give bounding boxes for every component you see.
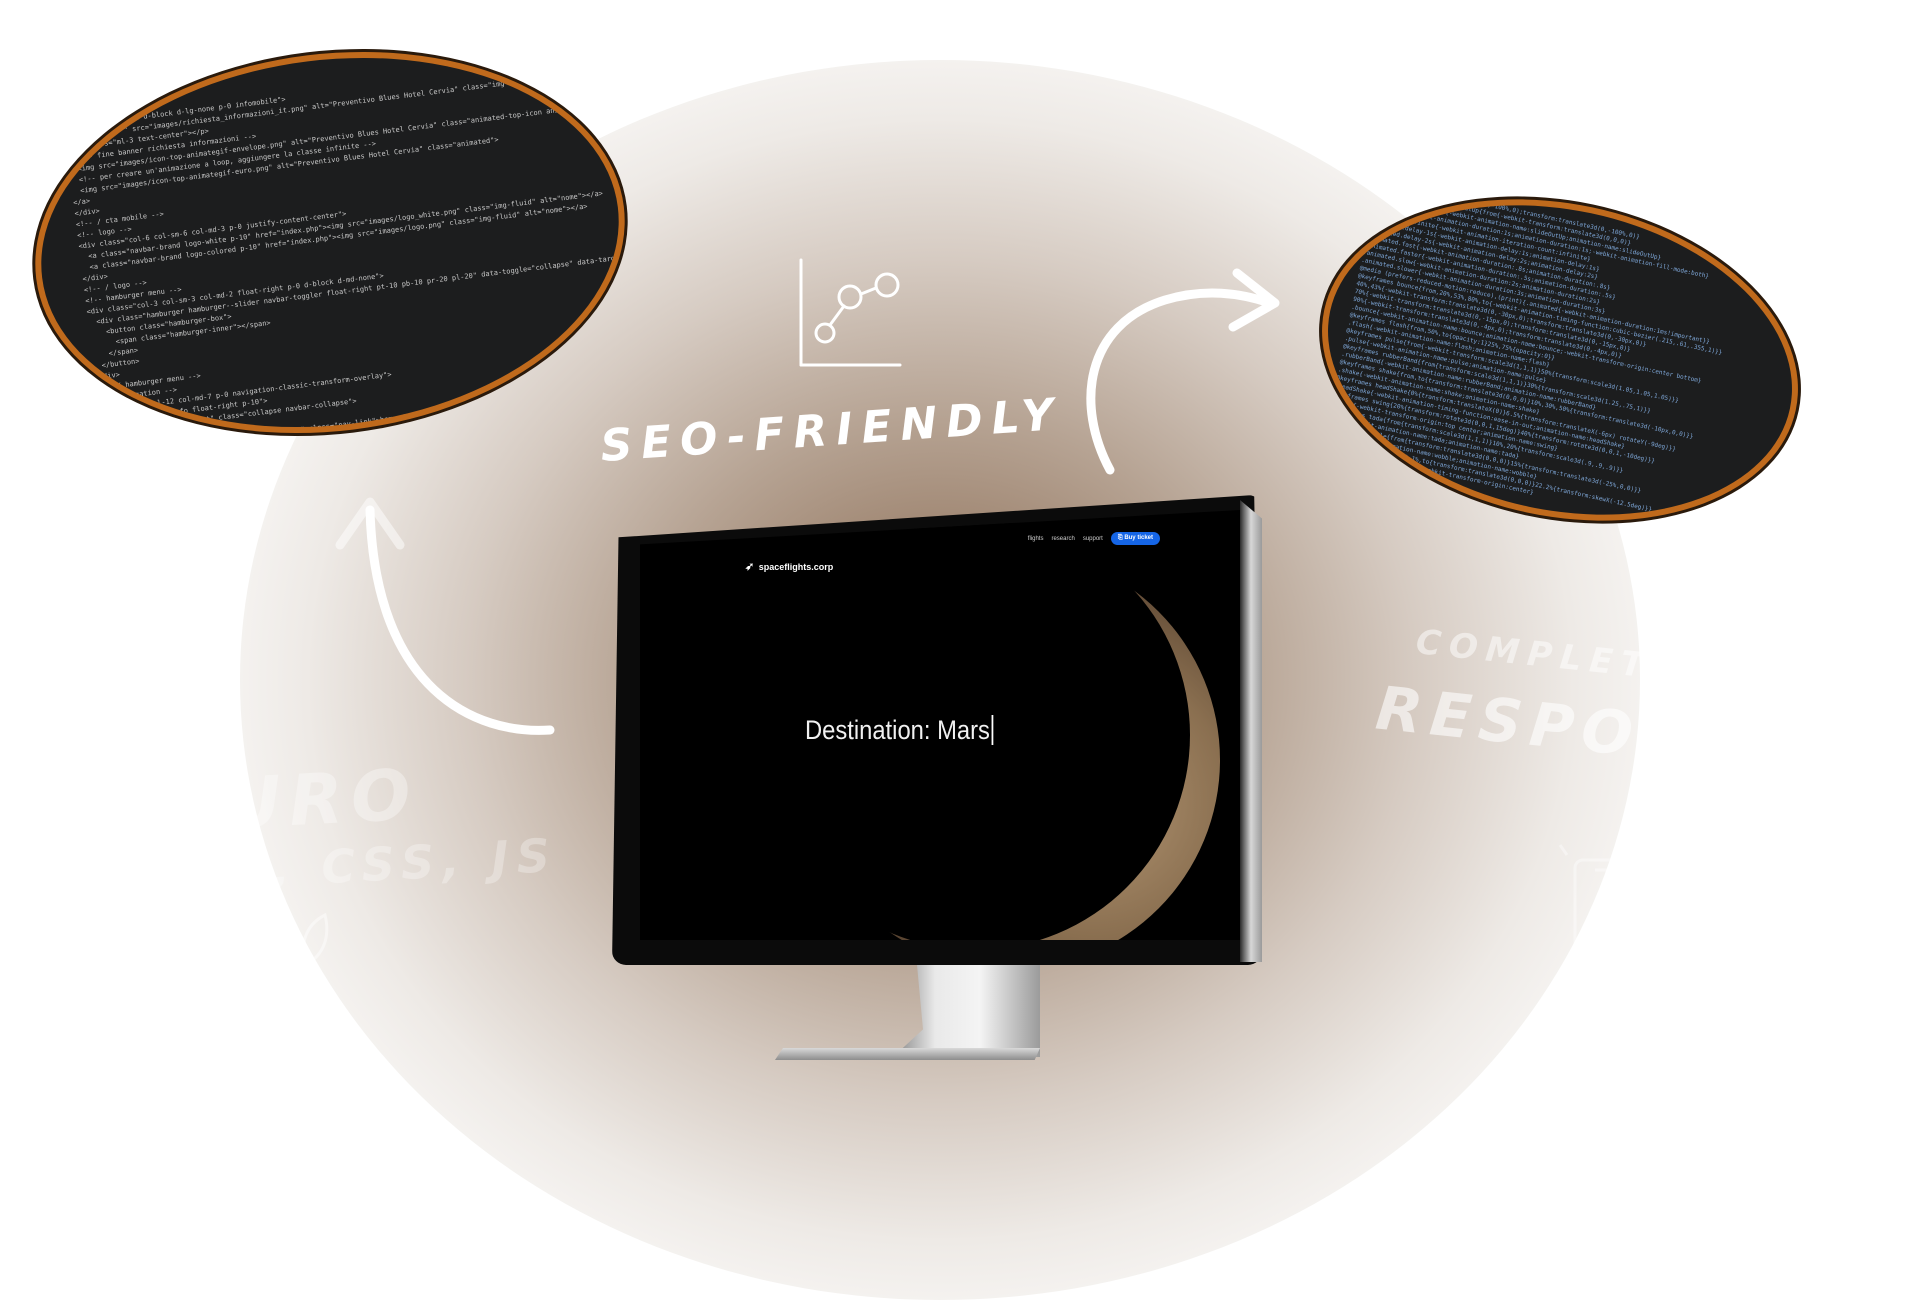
monitor-stand-base xyxy=(775,1048,1040,1060)
ticket-icon: ⎘ xyxy=(1117,535,1123,541)
monitor-side-edge xyxy=(1240,500,1262,962)
hero-headline-text: Destination: Mars xyxy=(805,715,990,745)
nav-link-research[interactable]: research xyxy=(1051,535,1075,542)
rocket-icon: ➶ xyxy=(745,561,755,573)
code-bubble-html: <div class="col-12 d-block d-lg-none p-0… xyxy=(19,26,641,459)
arrow-icon xyxy=(335,497,555,735)
site-logo[interactable]: ➶ spaceflights.corp xyxy=(745,560,833,573)
nav-link-support[interactable]: support xyxy=(1082,535,1103,542)
hero-headline: Destination: Mars xyxy=(805,715,994,746)
buy-ticket-label: Buy ticket xyxy=(1124,535,1153,541)
moon-shadow xyxy=(760,520,1190,940)
leaf-icon xyxy=(278,912,329,994)
nav-link-flights[interactable]: flights xyxy=(1027,535,1044,542)
buy-ticket-button[interactable]: ⎘ Buy ticket xyxy=(1110,532,1160,545)
smartphone-icon xyxy=(1558,844,1633,1006)
pure-label: PURO xyxy=(163,753,421,849)
html-code-snippet: <div class="col-12 d-block d-lg-none p-0… xyxy=(63,56,640,454)
site-nav: flights research support ⎘ Buy ticket xyxy=(1028,532,1160,545)
chart-icon xyxy=(799,258,902,367)
text-caret xyxy=(991,715,994,745)
brand-name: spaceflights.corp xyxy=(758,562,834,572)
arrow-icon xyxy=(1086,268,1280,475)
monitor-screen: ➶ spaceflights.corp flights research sup… xyxy=(640,510,1240,940)
